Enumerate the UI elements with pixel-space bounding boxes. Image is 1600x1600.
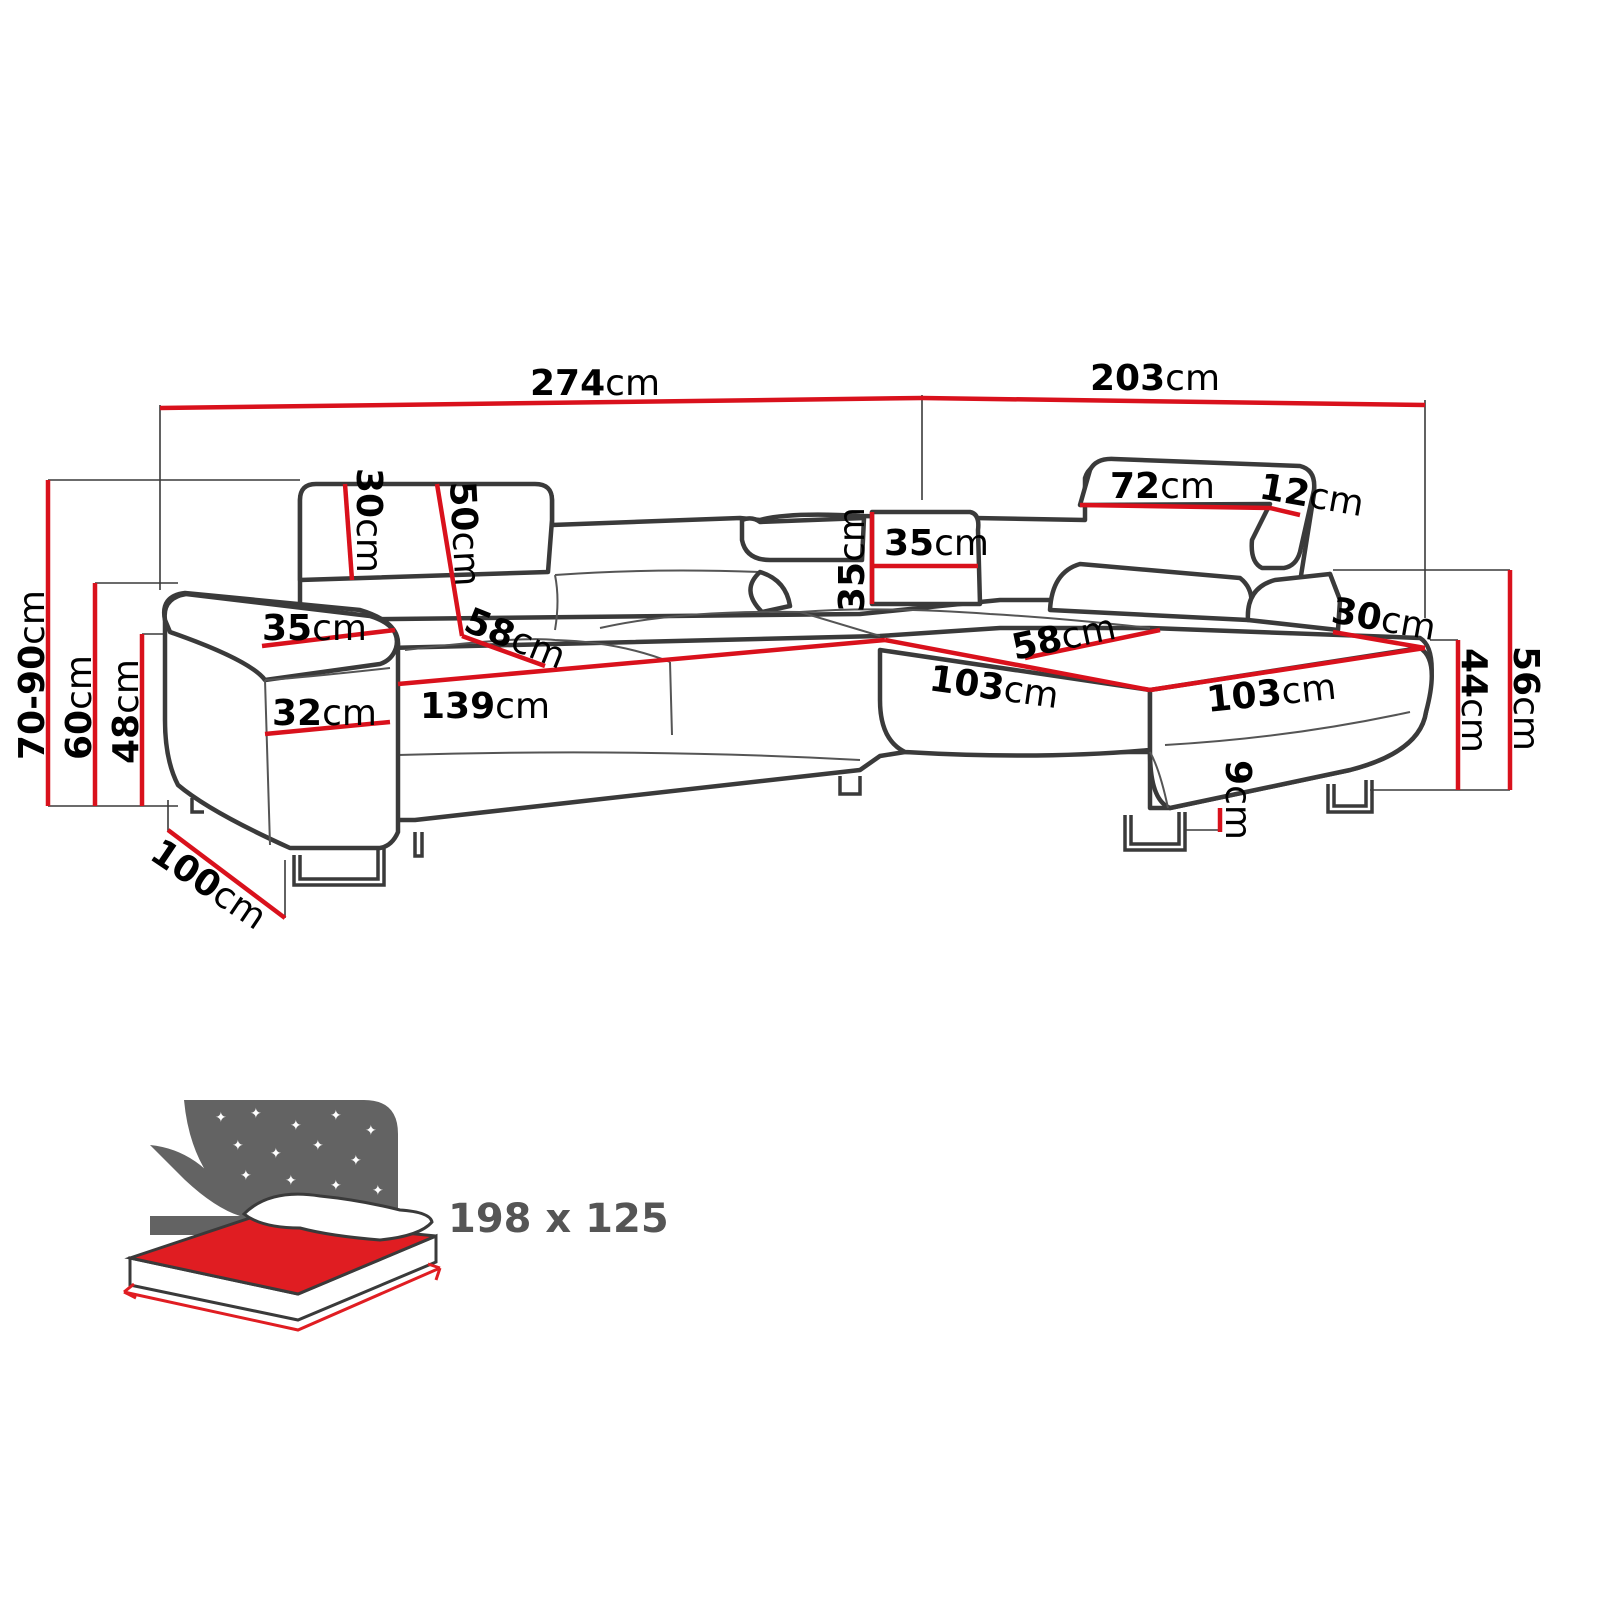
label-total-width: 274cm	[530, 363, 660, 404]
dim-line-100	[166, 828, 287, 920]
bed-arrow	[123, 1262, 442, 1332]
leg-1	[292, 848, 386, 887]
back-cushion-1	[554, 569, 761, 631]
label-chaise-inner: 103cm	[927, 658, 1061, 717]
svg-text:✦: ✦	[330, 1108, 342, 1124]
svg-text:✦: ✦	[215, 1110, 227, 1126]
svg-text:✦: ✦	[312, 1138, 324, 1154]
label-chaise-depth: 203cm	[1090, 358, 1220, 399]
label-seat-depth-right: 58cm	[1008, 607, 1119, 669]
label-seat-width-left: 139cm	[420, 686, 550, 727]
label-armrest-top: 35cm	[262, 608, 367, 649]
dim-line-203	[921, 395, 1426, 408]
svg-text:✦: ✦	[365, 1123, 377, 1139]
dimension-lines	[45, 395, 1513, 920]
main-seam	[397, 751, 861, 761]
label-chaise-height: 56cm	[1505, 646, 1546, 751]
svg-text:✦: ✦	[170, 1178, 182, 1194]
pillow-icon	[241, 1192, 434, 1242]
svg-text:✦: ✦	[285, 1173, 297, 1189]
label-back-height: 60cm	[59, 655, 100, 760]
sleeping-function-icon: ✦ ✦ ✦ ✦ ✦ ✦ ✦ ✦ ✦ ✦ ✦ ✦ ✦ ✦ ✦ 198 x 125	[123, 1100, 669, 1332]
label-leg-height: 9cm	[1217, 760, 1258, 840]
label-seat-height: 44cm	[1453, 648, 1494, 753]
svg-text:✦: ✦	[290, 1118, 302, 1134]
dim-line-58-left	[461, 633, 546, 669]
label-armrest-width: 32cm	[272, 693, 377, 734]
label-headrest-width: 72cm	[1110, 466, 1215, 507]
back-cushion-2	[748, 569, 793, 615]
extension-lines	[48, 395, 1510, 918]
left-armrest-top	[162, 591, 400, 683]
dim-line-50	[434, 483, 465, 637]
leg-6	[190, 798, 204, 814]
label-pillow-width: 35cm	[884, 523, 989, 564]
bed-size-label: 198 x 125	[448, 1196, 669, 1242]
svg-text:✦: ✦	[372, 1183, 384, 1199]
svg-text:✦: ✦	[250, 1106, 262, 1122]
chaise-block	[877, 647, 1153, 758]
headrest-left	[297, 481, 555, 583]
headrest-right	[1077, 456, 1317, 571]
dim-line-35-arm	[261, 627, 396, 649]
back-cushion-right-2	[1245, 571, 1343, 633]
label-headrest-depth: 12cm	[1256, 466, 1367, 525]
label-total-height: 70-90cm	[12, 590, 53, 760]
dimension-labels: 274cm 203cm 70-90cm 60cm 48cm 100cm 30cm…	[12, 358, 1546, 938]
sofa-drawing	[161, 456, 1435, 887]
chaise-end	[1147, 645, 1434, 811]
dim-line-12	[1269, 505, 1301, 518]
label-pillow-height: 35cm	[832, 507, 873, 612]
dim-line-58-right	[1024, 627, 1161, 661]
night-sky-curve	[150, 1145, 240, 1216]
label-depth: 100cm	[143, 831, 274, 938]
chaise-seam	[1149, 711, 1411, 809]
label-chaise-front: 103cm	[1205, 667, 1339, 721]
svg-text:✦: ✦	[232, 1138, 244, 1154]
leg-3	[838, 776, 862, 796]
dim-line-30-right	[1332, 629, 1426, 651]
label-headrest-height: 30cm	[348, 468, 389, 573]
label-armrest-height: 48cm	[106, 659, 147, 764]
svg-text:✦: ✦	[240, 1168, 252, 1184]
svg-text:✦: ✦	[270, 1146, 282, 1162]
dim-line-139	[397, 637, 886, 687]
svg-text:✦: ✦	[330, 1178, 342, 1194]
headrest-mid	[739, 515, 867, 563]
svg-text:✦: ✦	[350, 1153, 362, 1169]
seat-cushion-lines	[404, 608, 1151, 736]
label-backrest-height: 50cm	[441, 480, 487, 587]
leg-5	[1326, 780, 1374, 814]
leg-2	[413, 832, 424, 858]
stars-icon: ✦ ✦ ✦ ✦ ✦ ✦ ✦ ✦ ✦ ✦ ✦ ✦ ✦ ✦ ✦	[170, 1106, 384, 1214]
dim-line-103-front	[1149, 645, 1426, 693]
leg-4	[1123, 812, 1187, 852]
label-chaise-arm: 30cm	[1328, 590, 1439, 649]
dim-line-103-inner	[884, 637, 1151, 693]
armrest-seam	[264, 667, 391, 846]
pillow	[869, 509, 983, 607]
dim-line-72	[1079, 502, 1271, 511]
dim-line-32	[264, 719, 391, 737]
dim-line-274	[159, 395, 923, 411]
svg-text:✦: ✦	[190, 1198, 202, 1214]
dim-line-30-left	[342, 483, 355, 581]
